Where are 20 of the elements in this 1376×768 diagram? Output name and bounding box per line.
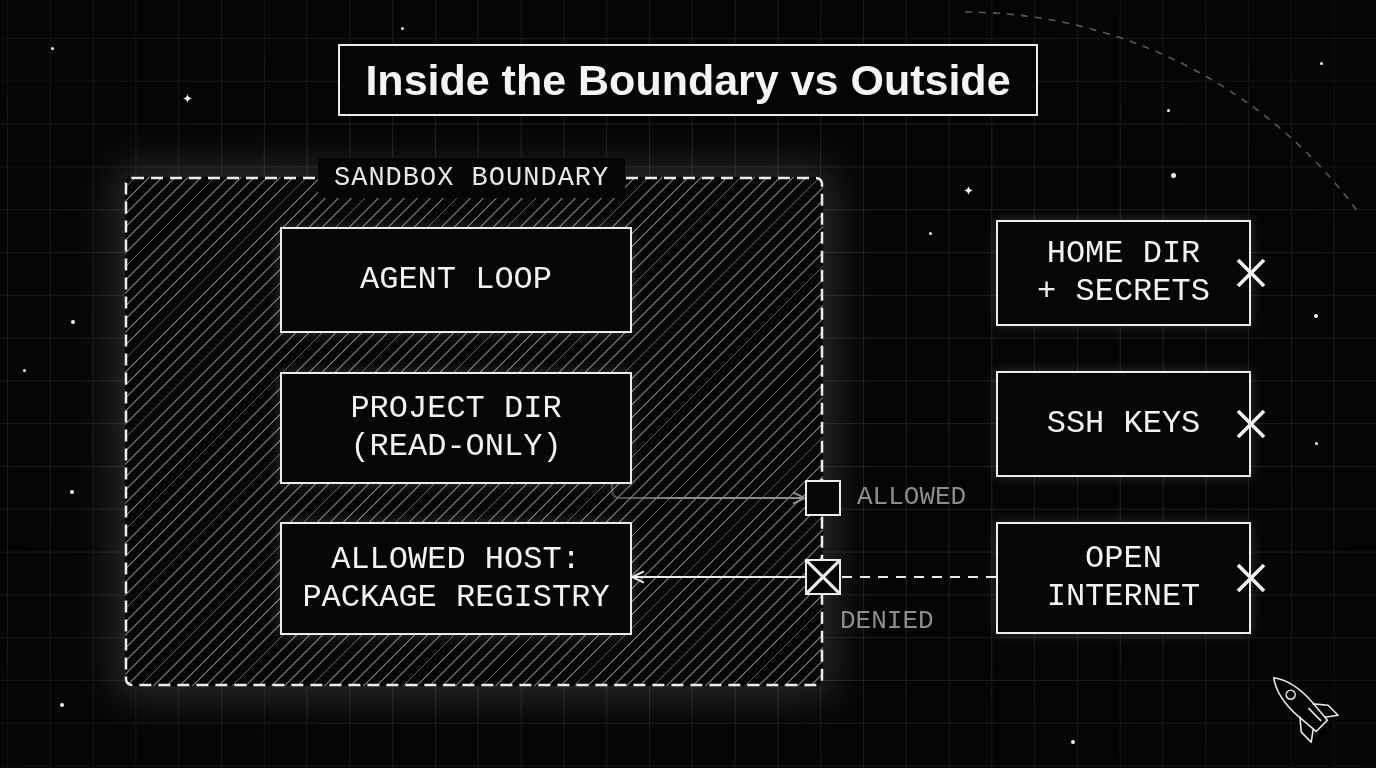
node-label: SSH KEYS — [1046, 405, 1201, 443]
status-label: DENIED — [840, 607, 934, 635]
resource-box — [996, 371, 1251, 477]
arrow — [631, 570, 805, 584]
node-label: ALLOWED HOST: PACKAGE REGISTRY — [301, 540, 611, 617]
boundary-label: SANDBOX BOUNDARY — [318, 158, 626, 198]
node-label: PROJECT DIR (READ-ONLY) — [349, 390, 563, 466]
diagram-title: Inside the Boundary vs Outside — [338, 44, 1038, 116]
resource-box — [996, 522, 1251, 634]
node-label: OPEN INTERNET — [1045, 540, 1202, 616]
node-label: AGENT LOOP — [360, 261, 552, 299]
process-box — [280, 227, 632, 333]
process-box — [280, 522, 632, 635]
process-box — [280, 372, 632, 484]
resource-box — [996, 220, 1251, 326]
arrow — [610, 484, 806, 505]
connector-line — [841, 575, 996, 579]
node-label: HOME DIR + SECRETS — [1036, 235, 1211, 311]
gate-square — [805, 480, 841, 516]
status-label: ALLOWED — [857, 483, 967, 511]
